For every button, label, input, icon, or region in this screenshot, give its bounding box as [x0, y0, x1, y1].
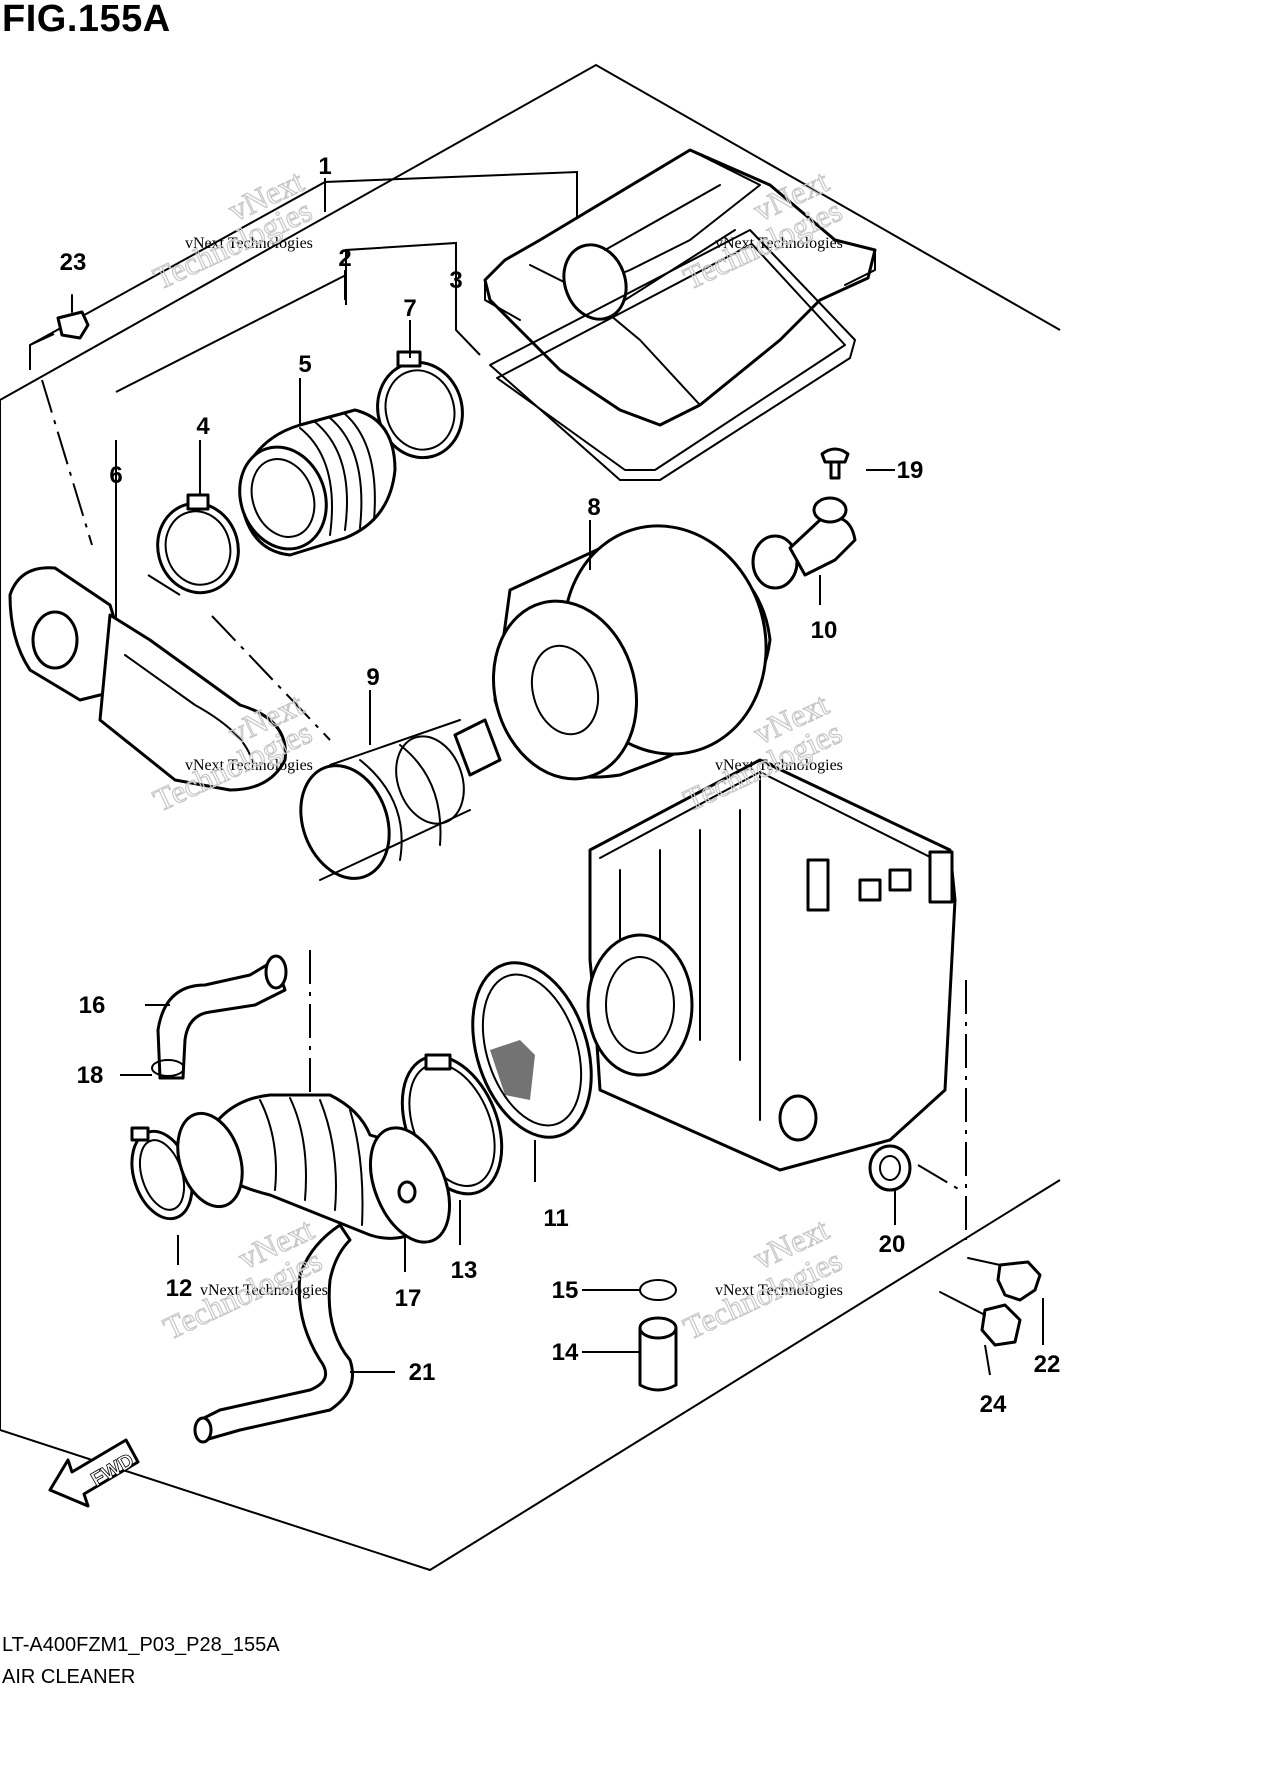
callout-14: 14: [552, 1339, 579, 1366]
cover-gasket: [489, 229, 856, 481]
callout-19: 19: [897, 457, 924, 484]
air-cleaner-cover: [483, 148, 877, 427]
intake-screen: [471, 961, 593, 1139]
callout-8: 8: [587, 494, 600, 521]
watermark-bottom-right: vNext Technologies vNext Technologies: [677, 1210, 848, 1347]
svg-text:vNext Technologies: vNext Technologies: [200, 1282, 328, 1299]
callout-15: 15: [552, 1277, 579, 1304]
callout-4: 4: [196, 413, 210, 440]
callout-3: 3: [449, 267, 462, 294]
hose-clamp-lower: [156, 493, 240, 595]
svg-text:vNext Technologies: vNext Technologies: [715, 757, 843, 774]
throttle-clamp: [130, 1111, 244, 1221]
filter-element: [491, 524, 772, 781]
intake-duct: [8, 566, 287, 792]
bolts: [939, 1257, 1042, 1347]
grommet: [868, 1144, 912, 1192]
callout-1: 1: [318, 153, 331, 180]
callout-22: 22: [1034, 1351, 1061, 1378]
leader-lines: [120, 178, 1044, 1376]
callout-17: 17: [395, 1285, 422, 1312]
callout-6: 6: [109, 462, 122, 489]
callout-7: 7: [403, 295, 416, 322]
svg-text:vNext Technologies: vNext Technologies: [185, 235, 313, 252]
callout-2: 2: [338, 245, 351, 272]
callout-labels: 1 2 3 4 5 6 7 8 9 10 11 12 13 14 15 16 1…: [60, 153, 1061, 1418]
callout-12: 12: [166, 1275, 193, 1302]
callout-23: 23: [60, 249, 87, 276]
filter-cage: [299, 718, 502, 881]
callout-9: 9: [366, 664, 379, 691]
air-cleaner-case: [586, 758, 957, 1172]
callout-21: 21: [409, 1359, 436, 1386]
centre-lines: [41, 379, 967, 1240]
callout-11: 11: [543, 1205, 568, 1232]
drawing-reference-code: LT-A400FZM1_P03_P28_155A: [2, 1634, 280, 1656]
breather-hose: [156, 954, 288, 1080]
watermark-top-left: vNext Technologies vNext Technologies: [147, 162, 318, 297]
callout-20: 20: [879, 1231, 906, 1258]
svg-text:vNext Technologies: vNext Technologies: [715, 1282, 843, 1299]
outlet-tube: [198, 1093, 451, 1244]
clip-small: [56, 294, 90, 340]
svg-text:vNext Technologies: vNext Technologies: [715, 235, 843, 252]
svg-text:vNext Technologies: vNext Technologies: [185, 757, 313, 774]
callout-18: 18: [77, 1062, 104, 1089]
figure-title: FIG.155A: [2, 0, 171, 40]
callout-13: 13: [451, 1257, 478, 1284]
callout-16: 16: [79, 992, 106, 1019]
assembly-boundary: [0, 63, 1061, 1572]
small-clip: [151, 1059, 185, 1077]
hose-clamp-upper: [376, 350, 464, 460]
callout-5: 5: [298, 351, 311, 378]
intake-boot: [238, 408, 397, 557]
callout-10: 10: [811, 617, 838, 644]
drain-plug-parts: [751, 447, 857, 590]
figure-caption: AIR CLEANER: [2, 1666, 136, 1688]
drain-hose: [193, 1223, 354, 1444]
drain-cap-parts: [638, 1279, 678, 1392]
callout-24: 24: [980, 1391, 1007, 1418]
